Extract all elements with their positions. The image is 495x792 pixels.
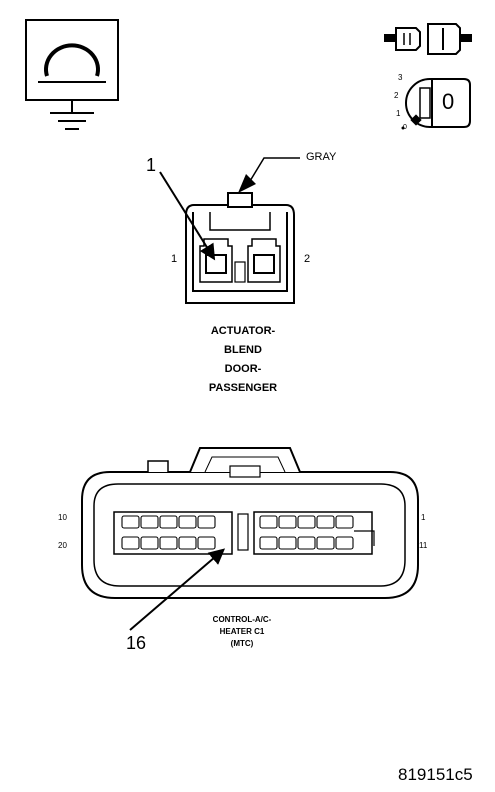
connector-disconnect-icon xyxy=(384,23,472,55)
actuator-connector-caption: ACTUATOR- BLEND DOOR- PASSENGER xyxy=(143,322,343,398)
caption-line: BLEND xyxy=(224,344,262,356)
pin-label-1-c1: 1 xyxy=(421,513,426,522)
callout-number-16: 16 xyxy=(126,633,147,653)
caption-line: CONTROL-A/C- xyxy=(212,615,272,624)
figure-id: 819151c5 xyxy=(398,765,473,784)
caption-line: DOOR- xyxy=(224,363,262,375)
pin-label-2: 2 xyxy=(304,253,311,265)
wire-color-label: GRAY xyxy=(306,151,337,163)
ignition-position-0: 0 xyxy=(403,124,407,131)
pin-label-1: 1 xyxy=(171,253,178,265)
key-label: 0 xyxy=(442,89,455,114)
ignition-key-off-icon xyxy=(401,78,471,130)
pin16-callout-arrow xyxy=(129,548,226,631)
caption-line: PASSENGER xyxy=(208,382,278,394)
caption-line: (MTC) xyxy=(230,639,254,648)
actuator-connector-body xyxy=(185,192,295,304)
caption-line: ACTUATOR- xyxy=(210,325,276,337)
ignition-position-2: 2 xyxy=(394,91,399,100)
pin1-callout-arrow xyxy=(159,171,216,261)
caption-line: HEATER C1 xyxy=(219,627,265,636)
callout-number-1: 1 xyxy=(146,155,157,175)
gray-wire-leader xyxy=(238,157,300,193)
control-ac-heater-connector-body xyxy=(81,447,419,599)
pin-label-10: 10 xyxy=(58,513,67,522)
pin-label-11: 11 xyxy=(419,541,428,550)
ignition-position-1: 1 xyxy=(396,109,401,118)
control-connector-caption: CONTROL-A/C- HEATER C1 (MTC) xyxy=(172,614,312,650)
ignition-position-3: 3 xyxy=(398,73,403,82)
pin-label-20: 20 xyxy=(58,541,67,550)
ohmmeter-ground-icon xyxy=(25,19,119,130)
